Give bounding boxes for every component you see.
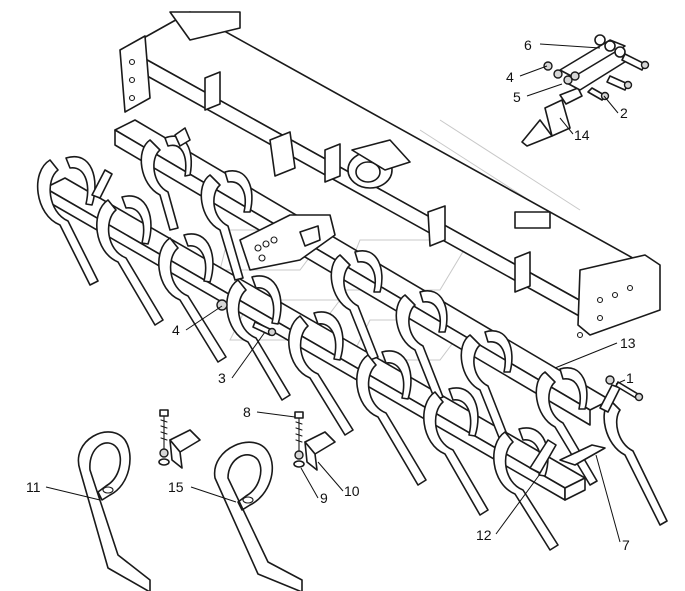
callout-10: 10 <box>344 483 360 499</box>
spring-tine <box>200 170 253 281</box>
bolts-item-2 <box>587 53 650 101</box>
bolt-set-item-1 <box>605 375 644 402</box>
callout-9: 9 <box>320 490 328 506</box>
callout-1: 1 <box>626 370 634 386</box>
bolt-item-8-left <box>158 409 170 466</box>
callout-11: 11 <box>26 479 41 495</box>
loose-spring-tine-item-15 <box>214 441 303 591</box>
washers-item-6 <box>594 34 626 58</box>
pin-assembly-item-14 <box>521 87 583 147</box>
spring-tine <box>330 250 383 361</box>
callout-4: 4 <box>506 69 514 85</box>
spring-tine <box>36 155 99 286</box>
spring-tine <box>96 195 164 326</box>
tine-bar-clamps <box>91 127 621 474</box>
callout-8: 8 <box>243 404 251 420</box>
center-mount-bracket <box>239 214 336 271</box>
support-bracket-item-7 <box>559 444 606 466</box>
main-frame-beam <box>119 11 661 339</box>
callout-2: 2 <box>620 105 628 121</box>
callout-labels: 6 4 5 2 14 4 3 13 1 8 10 9 11 15 12 7 <box>26 37 636 553</box>
spring-tine <box>288 311 354 436</box>
callout-13: 13 <box>620 335 636 351</box>
leader-lines <box>45 43 626 543</box>
callout-14: 14 <box>574 127 590 143</box>
spring-tines-front-row <box>36 155 559 551</box>
callout-5: 5 <box>513 89 521 105</box>
clamp-plate-item-10-left <box>169 429 201 469</box>
callout-15: 15 <box>168 479 184 495</box>
callout-4: 4 <box>172 322 180 338</box>
spring-tine <box>356 350 427 486</box>
callout-7: 7 <box>622 537 630 553</box>
spring-tine <box>423 387 489 516</box>
callout-3: 3 <box>218 370 226 386</box>
callout-6: 6 <box>524 37 532 53</box>
loose-spring-tine-item-11 <box>77 431 151 591</box>
clamp-plate-item-10-right <box>304 431 336 471</box>
spring-tine <box>158 233 227 363</box>
bolt-item-8-right <box>293 411 305 468</box>
callout-12: 12 <box>476 527 492 543</box>
spring-tine <box>226 275 291 401</box>
nuts-item-4 <box>543 61 580 85</box>
spring-tine <box>603 399 668 526</box>
